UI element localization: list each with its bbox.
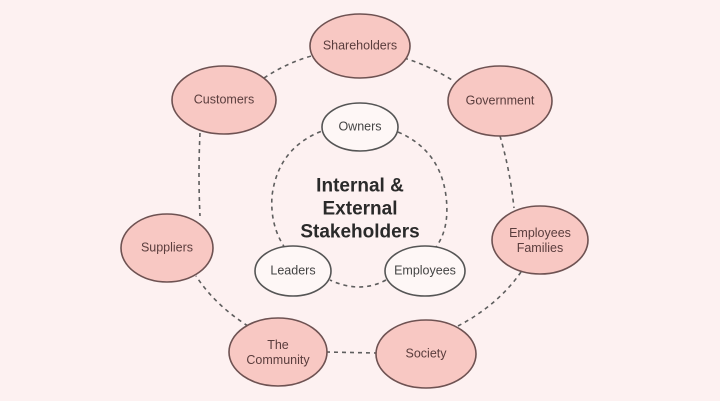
connector-suppliers-customers: [198, 132, 201, 217]
node-society[interactable]: [375, 319, 477, 389]
node-employees-families[interactable]: [491, 205, 589, 275]
node-leaders[interactable]: [254, 245, 332, 297]
node-suppliers[interactable]: [120, 213, 214, 283]
diagram-title: Internal & External Stakeholders: [300, 175, 420, 243]
connector-shareholders-government: [403, 57, 453, 81]
connector-society-community: [325, 351, 377, 354]
node-the-community[interactable]: [228, 317, 328, 387]
node-government[interactable]: [447, 65, 553, 137]
connector-customers-shareholders: [263, 54, 316, 79]
connector-employees-families-society: [457, 271, 522, 327]
inner-ring-connectors: [270, 130, 448, 288]
node-shareholders[interactable]: [309, 13, 411, 79]
connector-owners-employees: [397, 131, 448, 248]
connector-community-suppliers: [195, 275, 249, 327]
node-owners[interactable]: [321, 102, 399, 152]
connector-leaders-owners: [270, 130, 323, 249]
node-employees[interactable]: [384, 245, 466, 297]
connector-employees-leaders: [329, 279, 387, 288]
connector-government-employees-families: [499, 135, 515, 209]
node-customers[interactable]: [171, 65, 277, 135]
outer-ring-connectors: [195, 54, 522, 354]
